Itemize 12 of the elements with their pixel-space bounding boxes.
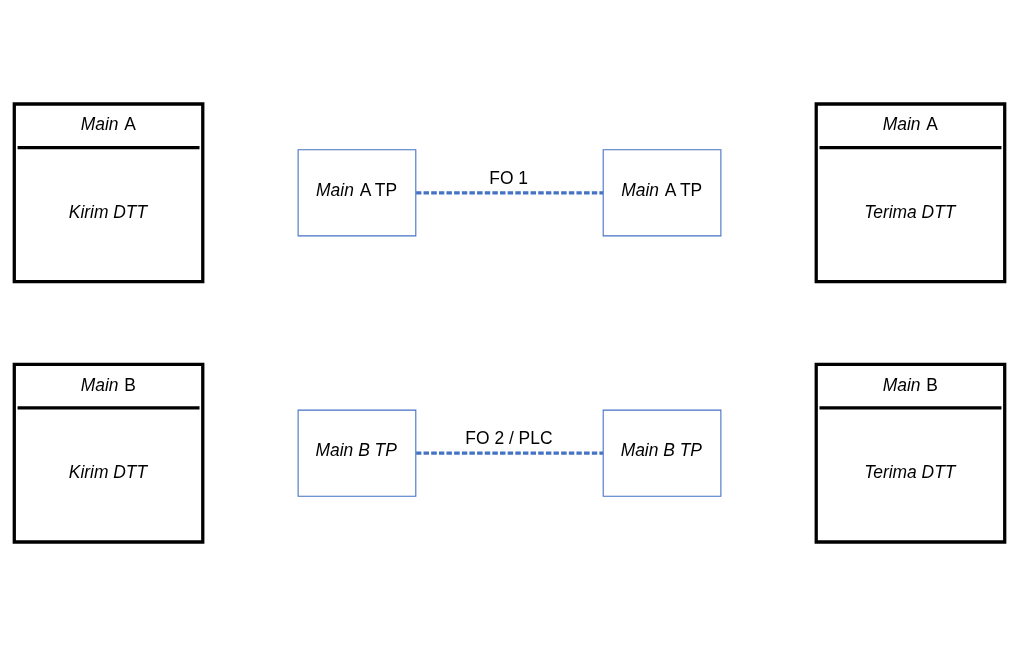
node-box: Main A TP	[297, 149, 417, 237]
edge-label: FO 1	[489, 167, 529, 188]
node-box: Main A Terima DTT	[814, 102, 1007, 284]
node-box: Main A Kirim DTT	[12, 102, 205, 284]
node-box: Main B TP	[602, 409, 722, 497]
connector	[416, 451, 603, 455]
node-box: Main B TP	[297, 409, 417, 497]
node-box: Main A TP	[602, 149, 722, 237]
node-box: Main B Kirim DTT	[12, 362, 205, 544]
edge-label: FO 2 / PLC	[465, 428, 553, 449]
connector	[416, 191, 603, 195]
node-box: Main B Terima DTT	[814, 362, 1007, 544]
